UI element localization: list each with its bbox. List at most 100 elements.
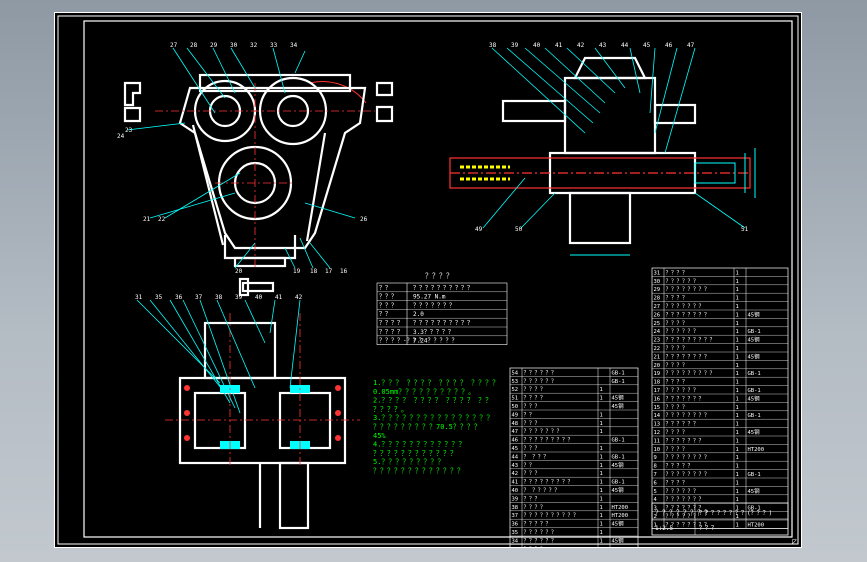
parts-cell: 1 xyxy=(600,513,603,519)
front-view-centerlines xyxy=(155,83,375,268)
parts-cell: ？？？？ xyxy=(666,404,688,411)
parts-cell: ？？？？ xyxy=(524,546,546,547)
parts-cell: 13 xyxy=(654,422,661,428)
balloon-number: 19 xyxy=(293,268,301,275)
parts-cell: 1 xyxy=(736,489,739,495)
parts-cell: 48 xyxy=(512,421,519,427)
parts-cell: 12 xyxy=(654,430,661,436)
parts-cell: 1 xyxy=(736,270,739,276)
right-bracket xyxy=(375,81,394,97)
parts-cell: 1 xyxy=(736,396,739,402)
side-arm-right xyxy=(653,103,697,125)
spec-label: ？？？？-？？？ xyxy=(379,338,425,345)
spec-value: ？？？？？？？？？？ xyxy=(413,320,473,327)
spec-label: ？？？？ xyxy=(379,329,403,336)
parts-cell: 19 xyxy=(654,371,661,377)
parts-cell: 1 xyxy=(736,346,739,352)
parts-list-right: 31？？？？130？？？？？？129？？？？？？？？128？？？？127？？？？… xyxy=(651,267,789,529)
balloon-number: 34 xyxy=(290,42,298,49)
shaft-threads xyxy=(460,165,510,181)
parts-cell: GB-1 xyxy=(748,388,761,394)
parts-cell: HT200 xyxy=(748,522,765,528)
side-bottom-box xyxy=(568,191,632,245)
parts-cell: 21 xyxy=(654,354,661,360)
parts-cell: ？？？？？ xyxy=(666,463,694,470)
parts-cell: ？？？？？？？ xyxy=(666,496,705,503)
parts-cell: GB-1 xyxy=(748,329,761,335)
angle-dimension xyxy=(309,81,367,104)
balloon-number: 22 xyxy=(158,216,166,223)
spec-label: ？？？ xyxy=(379,294,397,301)
balloon-number: 23 xyxy=(125,127,133,134)
balloon-number: 35 xyxy=(155,294,163,301)
drawing-name: ？？？？？？？？ xyxy=(655,509,711,517)
parts-cell: 1 xyxy=(600,463,603,469)
balloon-number: 29 xyxy=(210,42,218,49)
parts-cell: 1 xyxy=(600,421,603,427)
parts-cell: 45钢 xyxy=(612,536,625,544)
parts-cell: 29 xyxy=(654,287,661,293)
parts-cell: 45钢 xyxy=(612,461,625,469)
balloon-number: 41 xyxy=(275,294,283,301)
side-cap xyxy=(573,56,647,80)
parts-cell: ？？？？ xyxy=(666,362,688,369)
parts-cell: GB-1 xyxy=(748,506,761,512)
parts-cell: 45钢 xyxy=(612,402,625,410)
parts-cell: ？？？？ xyxy=(666,379,688,386)
parts-cell: 36 xyxy=(512,522,519,528)
parts-cell: 3 xyxy=(654,506,657,512)
spec-label: ？？ xyxy=(379,285,391,292)
parts-cell: 43 xyxy=(512,463,519,469)
parts-cell: 1 xyxy=(736,455,739,461)
parts-cell: 45钢 xyxy=(612,486,625,494)
balloon-number: 21 xyxy=(143,216,151,223)
balloon-number: 37 xyxy=(195,294,203,301)
balloon-number: 40 xyxy=(533,42,541,49)
parts-cell: ？？？？ xyxy=(524,395,546,402)
parts-cell: ？？？？？？？？？ xyxy=(524,479,574,486)
plan-inner-right xyxy=(278,391,332,450)
bottom-feet xyxy=(223,235,297,260)
parts-cell: 18 xyxy=(654,380,661,386)
spec-value: 3.3？？？？？ xyxy=(413,329,454,336)
parts-cell: 5 xyxy=(654,489,657,495)
parts-cell: HT200 xyxy=(748,447,765,453)
parts-cell: 1 xyxy=(600,488,603,494)
parts-cell: ？？？？？？？？？ xyxy=(524,437,574,444)
balloon-number: 18 xyxy=(310,268,318,275)
parts-cell: ？？？？ xyxy=(666,446,688,453)
parts-cell: 1 xyxy=(654,522,657,528)
spec-value: 7.24？？？？？ xyxy=(413,338,457,345)
parts-cell: GB-1 xyxy=(612,379,625,385)
balloon-number: 50 xyxy=(515,226,523,233)
parts-cell: ？？？ xyxy=(524,495,541,502)
parts-cell: 1 xyxy=(736,354,739,360)
balloon-number: 46 xyxy=(665,42,673,49)
parts-cell: ？？？ xyxy=(524,403,541,410)
spec-table-title: ？？？？ xyxy=(425,272,453,280)
parts-cell: 1 xyxy=(736,388,739,394)
right-bracket-lower xyxy=(375,105,394,123)
parts-cell: HT200 xyxy=(612,513,629,519)
side-view xyxy=(501,56,697,245)
parts-cell: ？？？ xyxy=(524,420,541,427)
parts-cell: ？？？？？？？？ xyxy=(666,471,710,478)
balloon-number: 38 xyxy=(489,42,497,49)
parts-cell: 50 xyxy=(512,404,519,410)
note-line: 0.05mm？？？？？？？？？？。 xyxy=(373,388,475,396)
balloon-number: 36 xyxy=(175,294,183,301)
balloon-number: 51 xyxy=(741,226,749,233)
parts-cell: ？？ xyxy=(524,462,535,469)
parts-cell: 38 xyxy=(512,505,519,511)
note-line: ？？？？？？？？？？？？ xyxy=(373,449,457,457)
parts-cell: 2 xyxy=(654,514,657,520)
parts-cell: ？？？？？？ xyxy=(666,421,699,428)
parts-cell: 1 xyxy=(736,312,739,318)
parts-cell: 41 xyxy=(512,480,519,486)
parts-cell: 45钢 xyxy=(748,310,761,318)
side-view-leaders xyxy=(482,47,746,229)
parts-cell: 49 xyxy=(512,412,519,418)
parts-cell: 16 xyxy=(654,396,661,402)
parts-cell: ？？？ xyxy=(524,470,541,477)
